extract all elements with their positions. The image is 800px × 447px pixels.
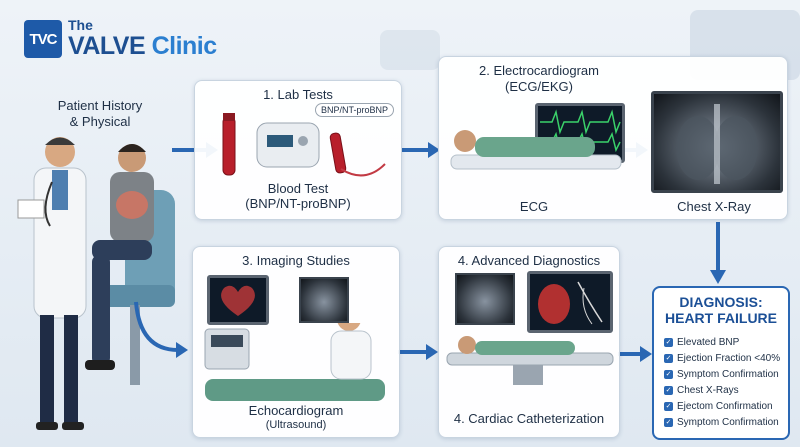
ecg-panel: 2. Electrocardiogram (ECG/EKG) ECG Chest… [438, 56, 788, 220]
chest-xray-image [676, 104, 758, 184]
logo-name-part1: VALVE [68, 32, 146, 60]
history-title-line1: Patient History [57, 98, 143, 113]
bnp-tag: BNP/NT-proBNP [315, 103, 395, 117]
heart-angiogram-icon [538, 281, 603, 325]
advanced-xray-monitor [455, 273, 515, 325]
ecg-waveform [540, 109, 621, 153]
ultrasound-monitor [207, 275, 269, 325]
ecg-title-line2: (ECG/EKG) [505, 79, 573, 94]
diagnosis-item-text: Chest X-Rays [677, 384, 739, 396]
diagnosis-item: ✓ Symptom Confirmation [664, 366, 780, 382]
history-title: Patient History & Physical [30, 98, 170, 130]
diagnosis-item-text: Ejection Fraction <40% [677, 352, 781, 364]
check-icon: ✓ [664, 353, 673, 363]
check-icon: ✓ [664, 417, 673, 427]
clinic-name: VALVE Clinic [68, 32, 217, 61]
imaging-caption-line1: Echocardiogram [248, 403, 344, 418]
arrow-advanced-to-diagnosis [618, 346, 652, 362]
ecg-title-line1: 2. Electrocardiogram [479, 63, 599, 78]
arrow-history-to-imaging [134, 301, 188, 358]
diagnosis-item: ✓ Elevated BNP [664, 334, 780, 350]
diagnosis-title-line1: DIAGNOSIS: [679, 294, 763, 310]
arrow-lab-to-ecg [402, 142, 440, 158]
chest-xray-monitor [651, 91, 783, 193]
logo-name-part2: Clinic [151, 32, 218, 60]
ecg-patient-illustration [450, 130, 622, 170]
echo-exam-illustration [204, 323, 385, 401]
check-icon: ✓ [664, 369, 673, 379]
logo-the-text: The [68, 17, 93, 33]
diagnosis-item-text: Symptom Confirmation [677, 416, 779, 428]
lab-caption-line1: Blood Test [267, 181, 329, 196]
lab-tests-panel: 1. Lab Tests BNP/NT-proBNP Blood Test (B… [194, 80, 402, 220]
advanced-panel: 4. Advanced Diagnostics 4. Cardiac Cathe… [438, 246, 620, 438]
diagnosis-item: ✓ Ejection Fraction <40% [664, 350, 780, 366]
imaging-caption-line2: (Ultrasound) [265, 419, 327, 431]
lab-tests-title: 1. Lab Tests [263, 87, 333, 102]
cath-table-illustration [446, 336, 614, 385]
angiogram-monitor [527, 271, 613, 333]
history-title-line2: & Physical [69, 114, 131, 129]
diagnosis-item-text: Elevated BNP [677, 336, 740, 348]
doctor-patient-illustration [17, 137, 175, 430]
diagnosis-box: DIAGNOSIS: HEART FAILURE ✓ Elevated BNP ✓… [652, 286, 790, 440]
imaging-caption: Echocardiogram (Ultrasound) [193, 403, 399, 433]
check-icon: ✓ [664, 385, 673, 395]
imaging-title: 3. Imaging Studies [242, 253, 350, 268]
diagnosis-item-text: Symptom Confirmation [677, 368, 779, 380]
imaging-xray [299, 277, 349, 323]
ultrasound-heart-icon [221, 285, 255, 316]
clinic-logo-badge: TVC [24, 20, 62, 58]
check-icon: ✓ [664, 337, 673, 347]
diagnosis-item: ✓ Chest X-Rays [664, 382, 780, 398]
advanced-caption: 4. Cardiac Catheterization [453, 411, 605, 426]
arrow-xray-to-diagnosis [710, 222, 726, 284]
diagnosis-item-text: Ejectom Confirmation [677, 400, 773, 412]
diagnosis-checklist: ✓ Elevated BNP ✓ Ejection Fraction <40% ✓ S… [664, 334, 780, 430]
arrow-imaging-to-advanced [398, 344, 438, 360]
diagnosis-item: ✓ Ejectom Confirmation [664, 398, 780, 414]
diagnosis-title-line2: HEART FAILURE [665, 310, 777, 326]
background-equipment [380, 30, 440, 70]
imaging-panel: 3. Imaging Studies Echocardiogram (Ultra… [192, 246, 400, 438]
ecg-title: 2. Electrocardiogram (ECG/EKG) [439, 63, 639, 95]
lab-caption: Blood Test (BNP/NT-proBNP) [195, 181, 401, 211]
ecg-caption: ECG [519, 199, 549, 214]
check-icon: ✓ [664, 401, 673, 411]
centrifuge-illustration [222, 113, 386, 177]
lab-caption-line2: (BNP/NT-proBNP) [245, 196, 351, 211]
diagnosis-title: DIAGNOSIS: HEART FAILURE [654, 294, 788, 326]
diagnosis-item: ✓ Symptom Confirmation [664, 414, 780, 430]
advanced-title: 4. Advanced Diagnostics [457, 253, 601, 268]
xray-caption: Chest X-Ray [677, 199, 751, 214]
